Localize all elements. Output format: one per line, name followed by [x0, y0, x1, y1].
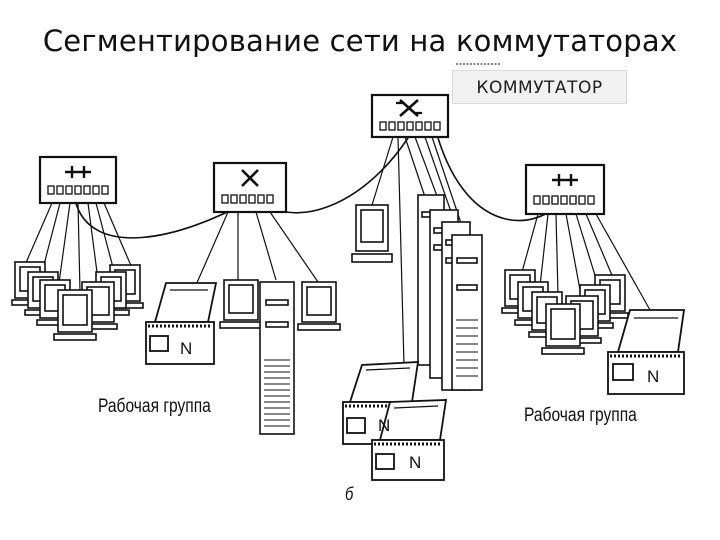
server-tower-icon [259, 281, 295, 435]
printer-label: N [647, 367, 660, 386]
figure-letter: б [345, 484, 354, 504]
backbone-links [74, 137, 563, 239]
printer-label: N [180, 339, 193, 358]
hub-icon [38, 155, 118, 205]
monitor-icon [351, 204, 393, 263]
printer-label: N [409, 453, 422, 472]
monitor-icon [53, 289, 97, 341]
monitor-icon [297, 281, 341, 331]
page-title: Сегментирование сети на коммутаторах [42, 24, 678, 58]
monitor-icon [219, 279, 263, 329]
right-hub-links [521, 213, 651, 311]
hub-icon [524, 163, 606, 216]
middle-switch-links [195, 211, 319, 286]
switch-icon [212, 161, 288, 214]
workgroup-label-right: Рабочая группа [524, 405, 637, 426]
workgroup-label-left: Рабочая группа [98, 396, 211, 417]
printer-icon [607, 309, 686, 395]
server-tower-icon [451, 234, 483, 391]
right-workgroup [501, 269, 629, 355]
printer-icon [371, 399, 448, 481]
monitor-icon [541, 303, 585, 355]
printer-icon [145, 282, 218, 365]
switch-callout: КОММУТАТОР [452, 70, 627, 104]
left-workgroup [11, 261, 144, 341]
switch-icon [370, 93, 450, 139]
left-hub-links [24, 202, 133, 293]
printer-label: N [378, 416, 391, 435]
